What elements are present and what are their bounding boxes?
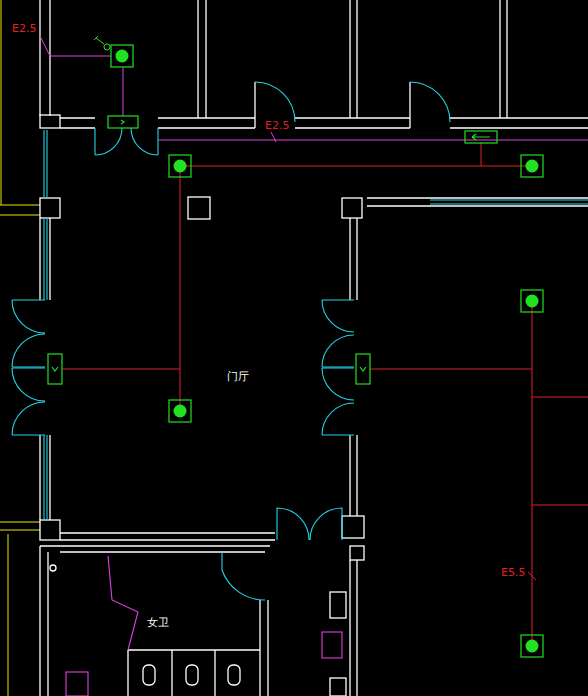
circuit-label: E2.5 bbox=[11, 23, 37, 35]
wall-switch bbox=[94, 36, 110, 50]
room-name: 门厅 bbox=[226, 371, 250, 383]
branch-circuits bbox=[40, 36, 588, 142]
switches bbox=[48, 116, 497, 384]
ceiling-lights bbox=[111, 45, 543, 657]
circuit-label: E2.5 bbox=[264, 120, 290, 132]
room-name: 女卫 bbox=[146, 617, 170, 629]
adjacent-walls bbox=[0, 0, 40, 696]
lighting-circuits bbox=[62, 142, 588, 646]
restroom-fixtures bbox=[66, 556, 342, 696]
circuit-label: E5.5 bbox=[500, 567, 526, 579]
walls bbox=[40, 0, 588, 696]
doors-windows bbox=[12, 82, 588, 600]
